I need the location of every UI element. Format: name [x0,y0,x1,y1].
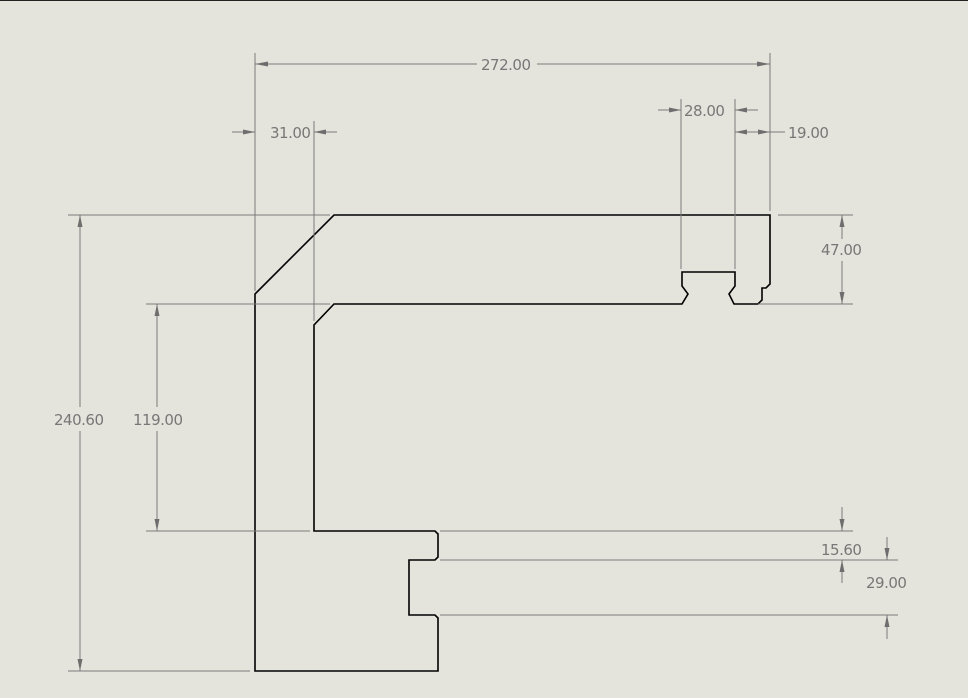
dim-label-overall-height[interactable]: 240.60 [54,411,104,429]
dimension-272: 272.00 [254,53,771,291]
dim-label-overall-width[interactable]: 272.00 [481,56,531,74]
dim-label-step-height[interactable]: 15.60 [821,541,862,559]
dim-label-inner-height[interactable]: 119.00 [133,411,183,429]
dim-label-slot-width[interactable]: 28.00 [684,102,725,120]
dim-label-right-offset[interactable]: 19.00 [788,124,829,142]
dimension-29: 29.00 [440,537,907,639]
dimension-28: 28.00 [658,99,758,269]
dim-label-left-leg[interactable]: 31.00 [270,124,311,142]
dimension-119: 119.00 [133,303,330,532]
dim-label-groove-height[interactable]: 29.00 [866,574,907,592]
dimension-31: 31.00 [232,121,337,321]
dimension-240-60: 240.60 [54,214,330,672]
dimension-19: 19.00 [735,124,829,142]
dimension-15-60: 15.60 [440,507,898,583]
dim-label-top-thickness[interactable]: 47.00 [821,241,862,259]
dimension-47: 47.00 [758,214,862,305]
part-profile [254,214,771,672]
